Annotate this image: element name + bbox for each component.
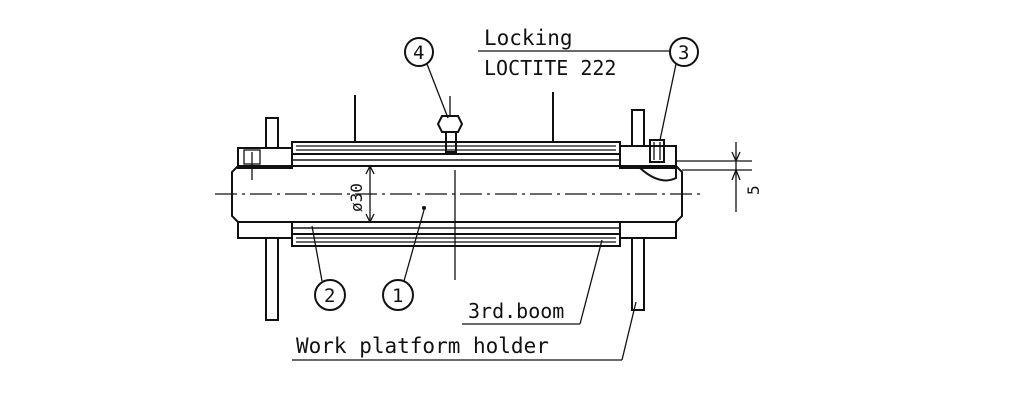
svg-text:2: 2 [324,285,335,307]
loctite-label: LOCTITE 222 [484,56,616,80]
balloon-1: 1 [382,206,426,311]
svg-text:4: 4 [413,42,424,64]
right-side-plate [619,109,677,311]
left-side-plate [237,117,293,321]
offset-dimension: 5 [676,142,763,212]
work-platform-holder-annotation: Work platform holder [292,301,637,361]
balloon-2: 2 [311,225,346,311]
third-boom-label: 3rd.boom [468,299,564,323]
work-platform-holder-label: Work platform holder [296,334,549,358]
diameter-dimension: ø30 [347,164,375,224]
locking-annotation: Locking LOCTITE 222 [478,26,677,141]
balloon-4: 4 [404,37,449,119]
balloon-3: 3 [669,37,699,67]
pin [231,165,683,223]
diameter-label: ø30 [347,183,366,212]
svg-text:3: 3 [678,42,689,64]
offset-label: 5 [744,185,763,195]
locking-label: Locking [484,26,573,50]
bushing [291,153,621,235]
third-boom-annotation: 3rd.boom [462,239,603,325]
svg-text:1: 1 [392,285,403,307]
grease-nipple [436,96,464,153]
